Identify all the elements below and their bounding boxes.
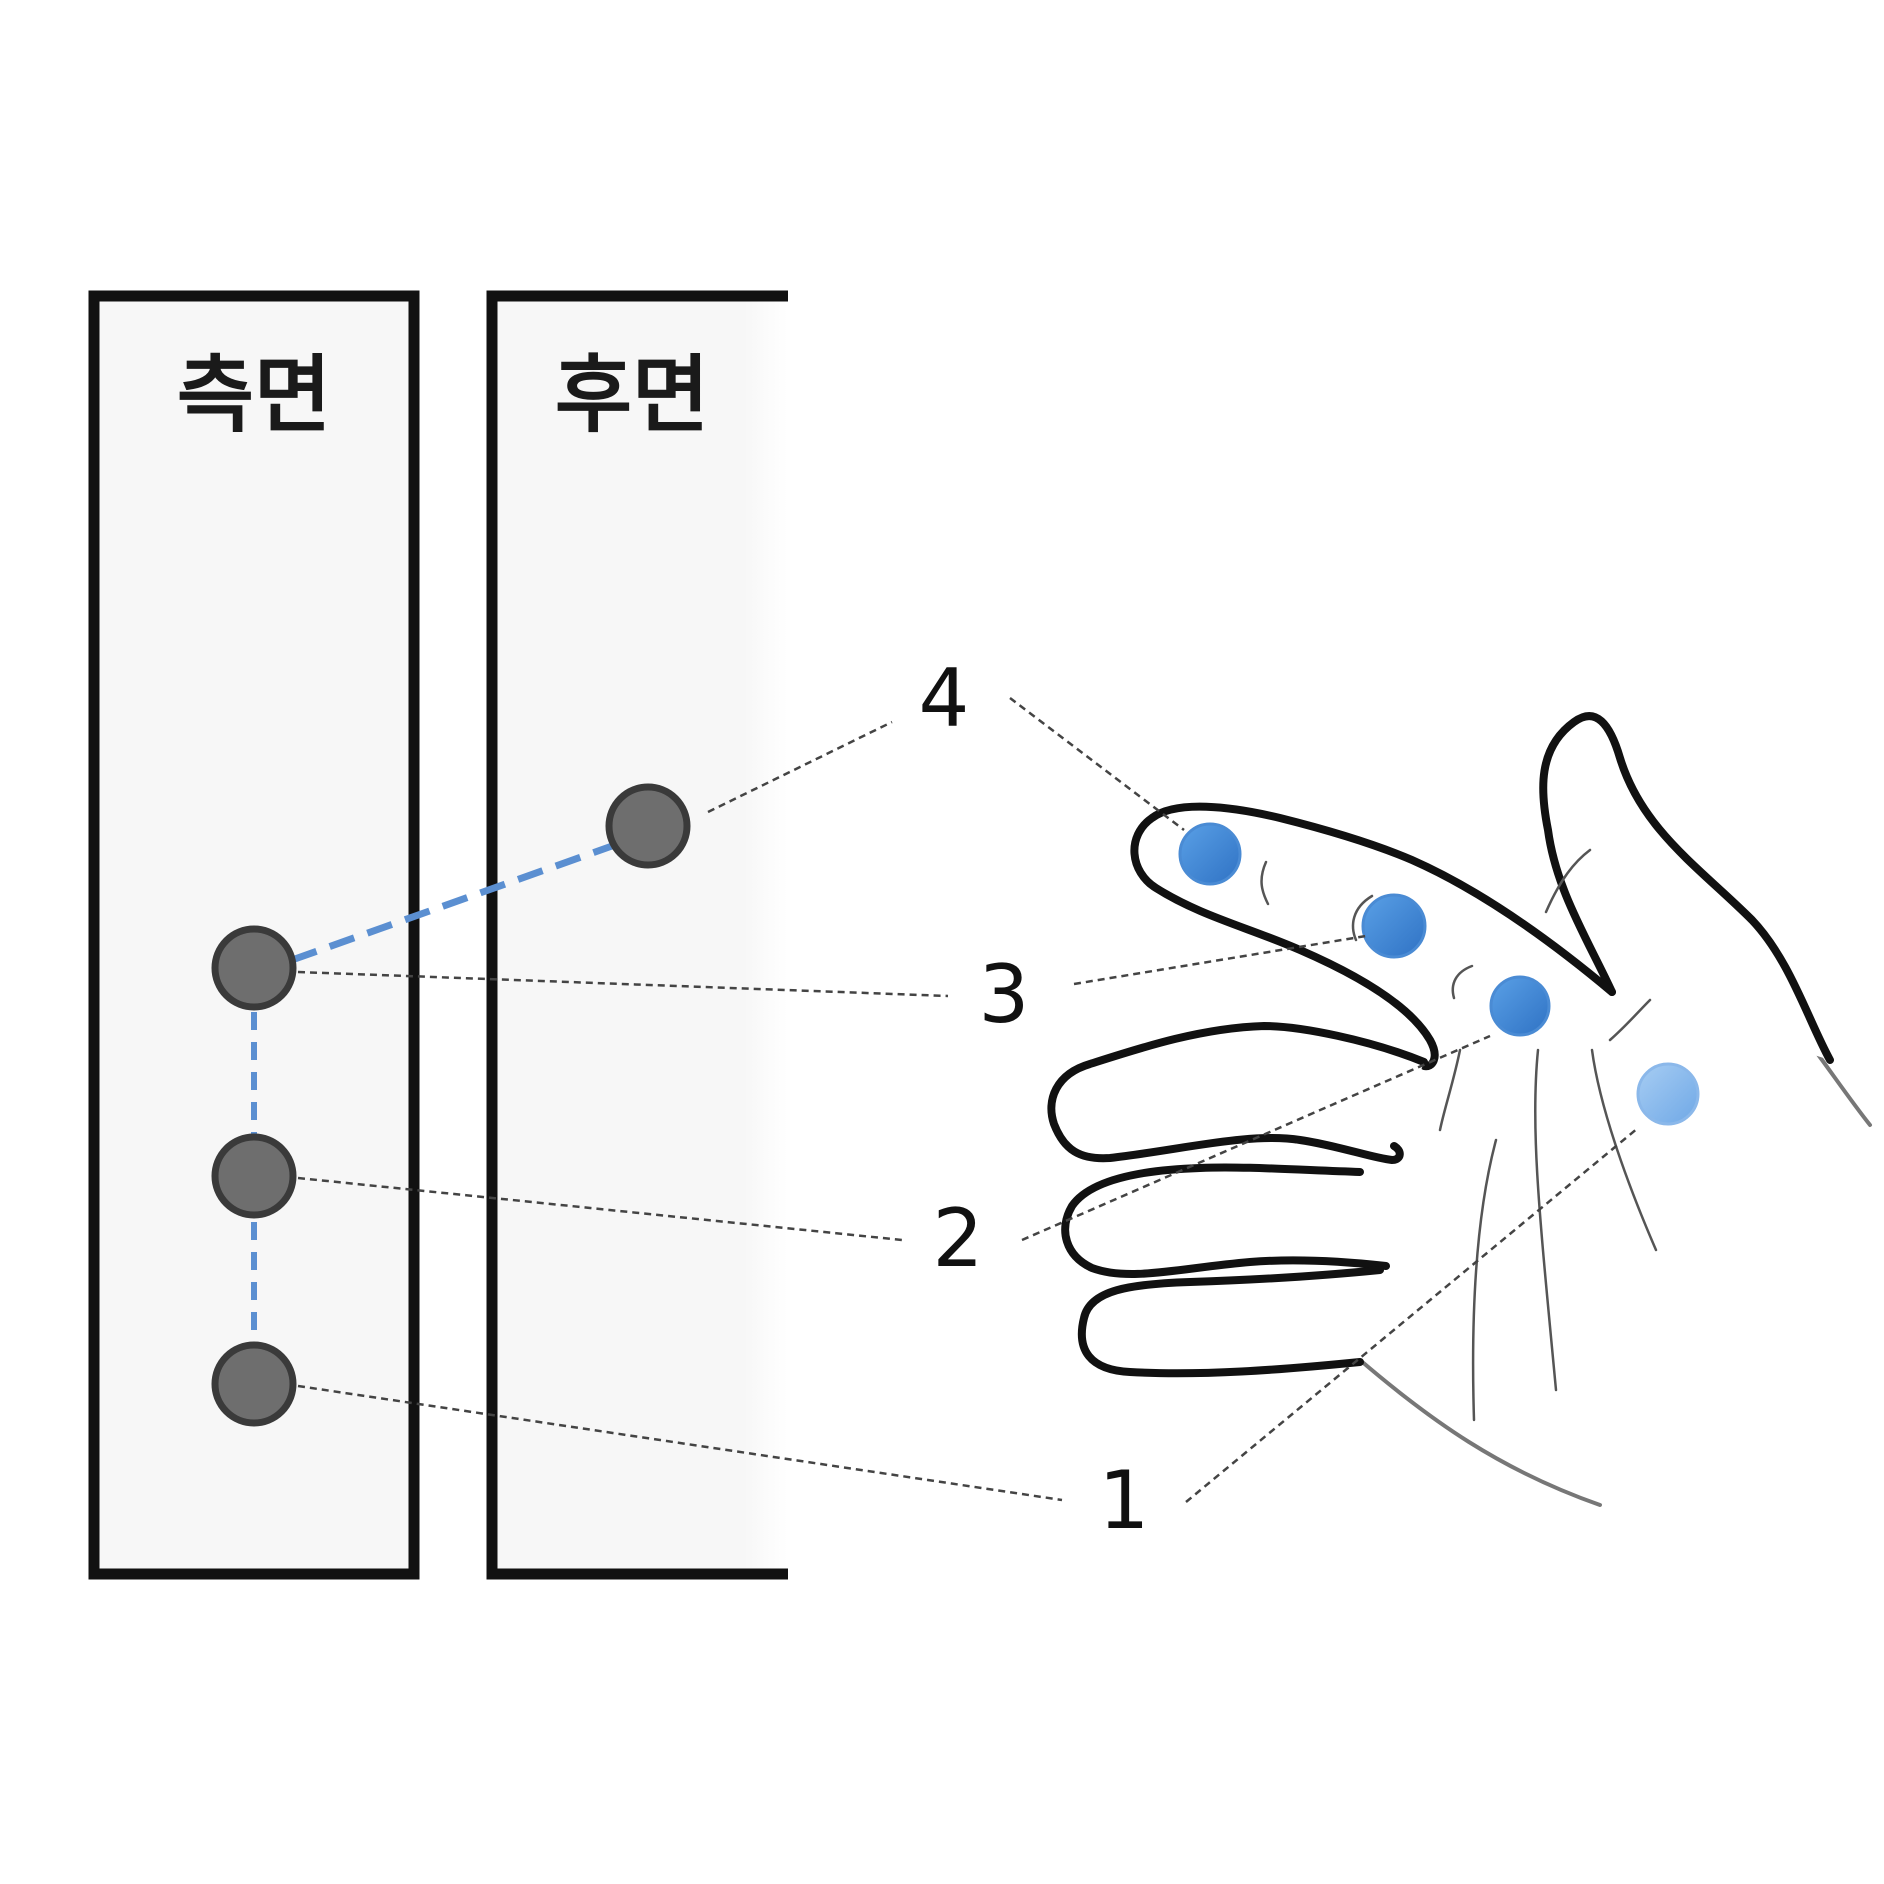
back-to-side-link: [290, 842, 614, 964]
palm-crease-3: [1590, 1048, 1658, 1252]
leader-side-marker-1: [297, 1384, 1063, 1502]
side-marker-2: [211, 1133, 297, 1219]
thumb-base-crease: [1544, 848, 1592, 914]
thumb: [1539, 712, 1834, 1064]
middle-finger: [1047, 1022, 1428, 1164]
pinky-finger: [1077, 1266, 1384, 1378]
side-marker-3: [211, 925, 297, 1011]
side-marker-1: [211, 1341, 297, 1427]
leader-side-marker-2: [297, 1176, 903, 1242]
palm-crease-1: [1471, 1138, 1498, 1422]
callout-4: 4: [919, 652, 970, 745]
back-view-label: 후면: [555, 346, 710, 444]
back-view-panel: 후면: [486, 290, 788, 1580]
index-knuckle-line-2: [1351, 894, 1374, 942]
thumb-crease: [1608, 998, 1652, 1042]
index-knuckle-line-1: [1260, 860, 1270, 906]
hand-marker-1: [1636, 1062, 1700, 1126]
leader-1-to-hand: [1185, 1127, 1639, 1503]
callout-1: 1: [1099, 1454, 1150, 1547]
wrist-lower-line: [1358, 1358, 1602, 1507]
leader-4-to-hand: [1009, 697, 1185, 831]
side-view-label: 측면: [177, 346, 332, 444]
hand-marker-3: [1361, 893, 1427, 959]
index-knuckle-line-3: [1451, 964, 1474, 1000]
leader-2-to-hand: [1021, 1034, 1491, 1242]
palm-crease-4: [1438, 1048, 1462, 1132]
hand-marker-4: [1178, 822, 1242, 886]
back-marker: [605, 783, 691, 869]
callout-2: 2: [933, 1192, 984, 1285]
ring-finger: [1061, 1163, 1390, 1279]
leader-back-marker-to-4: [707, 720, 893, 814]
hand-marker-2: [1489, 975, 1551, 1037]
palm-crease-2: [1533, 1048, 1558, 1392]
hand-illustration: [1047, 712, 1872, 1507]
callout-3: 3: [979, 948, 1030, 1041]
leader-side-marker-3: [297, 970, 949, 998]
leader-3-to-hand: [1073, 934, 1367, 986]
